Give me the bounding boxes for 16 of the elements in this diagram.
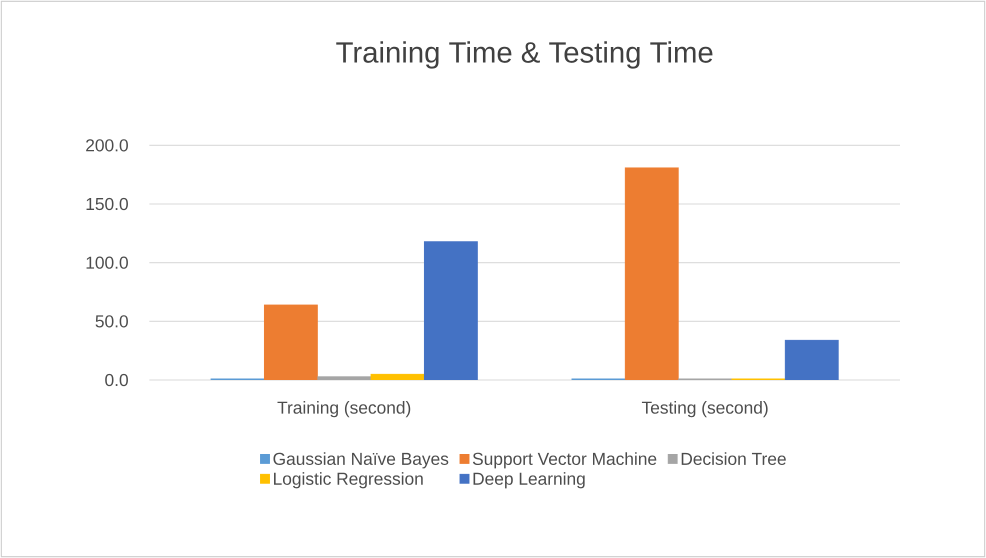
bar: [784, 340, 839, 380]
y-tick-label: 200.0: [86, 139, 128, 152]
x-tick-label: Testing (second): [642, 401, 768, 418]
chart-title: Training Time & Testing Time: [336, 41, 712, 69]
y-tick-label: 0.0: [105, 374, 128, 386]
y-tick-label: 100.0: [86, 256, 128, 269]
y-tick-label: 150.0: [86, 198, 128, 210]
y-tick-label: 50.0: [96, 315, 128, 328]
legend-label: Deep Learning: [474, 472, 585, 488]
legend-label: Gaussian Naïve Bayes: [273, 452, 448, 468]
legend-label: Support Vector Machine: [472, 452, 656, 468]
legend-label: Decision Tree: [682, 452, 786, 465]
legend-label: Logistic Regression: [274, 472, 423, 488]
x-tick-label: Training (second): [278, 401, 410, 418]
bar: [424, 241, 478, 380]
bar: [317, 376, 372, 380]
